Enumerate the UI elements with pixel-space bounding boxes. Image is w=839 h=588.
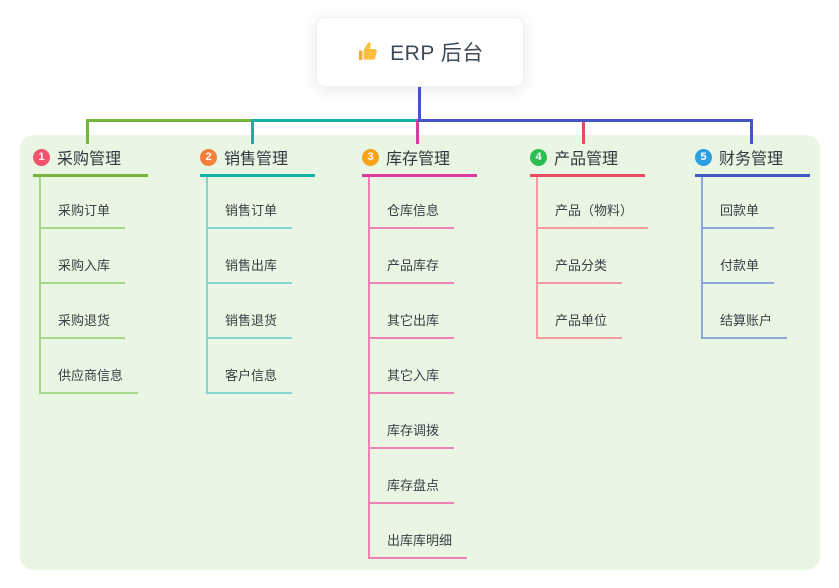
child-node[interactable]: 产品单位 — [538, 284, 645, 339]
child-node[interactable]: 其它出库 — [370, 284, 477, 339]
branches-panel — [20, 135, 820, 570]
child-node[interactable]: 采购退货 — [41, 284, 148, 339]
child-node[interactable]: 库存调拨 — [370, 394, 477, 449]
branch-inventory: 3 库存管理 仓库信息 产品库存 其它出库 其它入库 库存调拨 库存盘点 出库库… — [362, 146, 477, 559]
branch-children: 产品（物料） 产品分类 产品单位 — [536, 177, 649, 339]
branch-number-badge: 3 — [362, 148, 379, 166]
branch-children: 仓库信息 产品库存 其它出库 其它入库 库存调拨 库存盘点 出库库明细 — [368, 177, 477, 559]
branch-children: 销售订单 销售出库 销售退货 客户信息 — [206, 177, 315, 394]
child-node[interactable]: 销售订单 — [208, 177, 315, 229]
child-node[interactable]: 客户信息 — [208, 339, 315, 394]
branch-sales: 2 销售管理 销售订单 销售出库 销售退货 客户信息 — [200, 146, 315, 394]
branch-purchase: 1 采购管理 采购订单 采购入库 采购退货 供应商信息 — [33, 146, 148, 394]
branch-product: 4 产品管理 产品（物料） 产品分类 产品单位 — [530, 146, 649, 339]
branch-header-product[interactable]: 4 产品管理 — [530, 146, 645, 177]
root-node-label: ERP 后台 — [390, 42, 484, 65]
branch-header-sales[interactable]: 2 销售管理 — [200, 146, 315, 177]
branch-number-badge: 5 — [695, 148, 712, 166]
child-node[interactable]: 付款单 — [703, 229, 810, 284]
branch-label: 产品管理 — [554, 151, 619, 168]
child-node[interactable]: 采购订单 — [41, 177, 148, 229]
branch-children: 采购订单 采购入库 采购退货 供应商信息 — [39, 177, 148, 394]
branch-label: 销售管理 — [224, 151, 289, 168]
child-node[interactable]: 销售出库 — [208, 229, 315, 284]
branch-label: 库存管理 — [386, 151, 451, 168]
child-node[interactable]: 产品（物料） — [538, 177, 649, 229]
child-node[interactable]: 出库库明细 — [370, 504, 477, 559]
child-node[interactable]: 结算账户 — [703, 284, 810, 339]
child-node[interactable]: 产品分类 — [538, 229, 645, 284]
child-node[interactable]: 回款单 — [703, 177, 810, 229]
branch-label: 财务管理 — [719, 151, 784, 168]
child-node[interactable]: 销售退货 — [208, 284, 315, 339]
thumbs-up-icon — [359, 42, 378, 60]
child-node[interactable]: 采购入库 — [41, 229, 148, 284]
root-node-erp[interactable]: ERP 后台 — [316, 17, 524, 87]
branch-label: 采购管理 — [57, 151, 122, 168]
branch-number-badge: 1 — [33, 148, 50, 166]
child-node[interactable]: 供应商信息 — [41, 339, 148, 394]
child-node[interactable]: 其它入库 — [370, 339, 477, 394]
child-node[interactable]: 产品库存 — [370, 229, 477, 284]
branch-header-finance[interactable]: 5 财务管理 — [695, 146, 810, 177]
branch-header-purchase[interactable]: 1 采购管理 — [33, 146, 148, 177]
branch-number-badge: 4 — [530, 148, 547, 166]
child-node[interactable]: 库存盘点 — [370, 449, 477, 504]
branch-number-badge: 2 — [200, 148, 217, 166]
child-node[interactable]: 仓库信息 — [370, 177, 477, 229]
branch-header-inventory[interactable]: 3 库存管理 — [362, 146, 477, 177]
branch-children: 回款单 付款单 结算账户 — [701, 177, 810, 339]
branch-finance: 5 财务管理 回款单 付款单 结算账户 — [695, 146, 810, 339]
